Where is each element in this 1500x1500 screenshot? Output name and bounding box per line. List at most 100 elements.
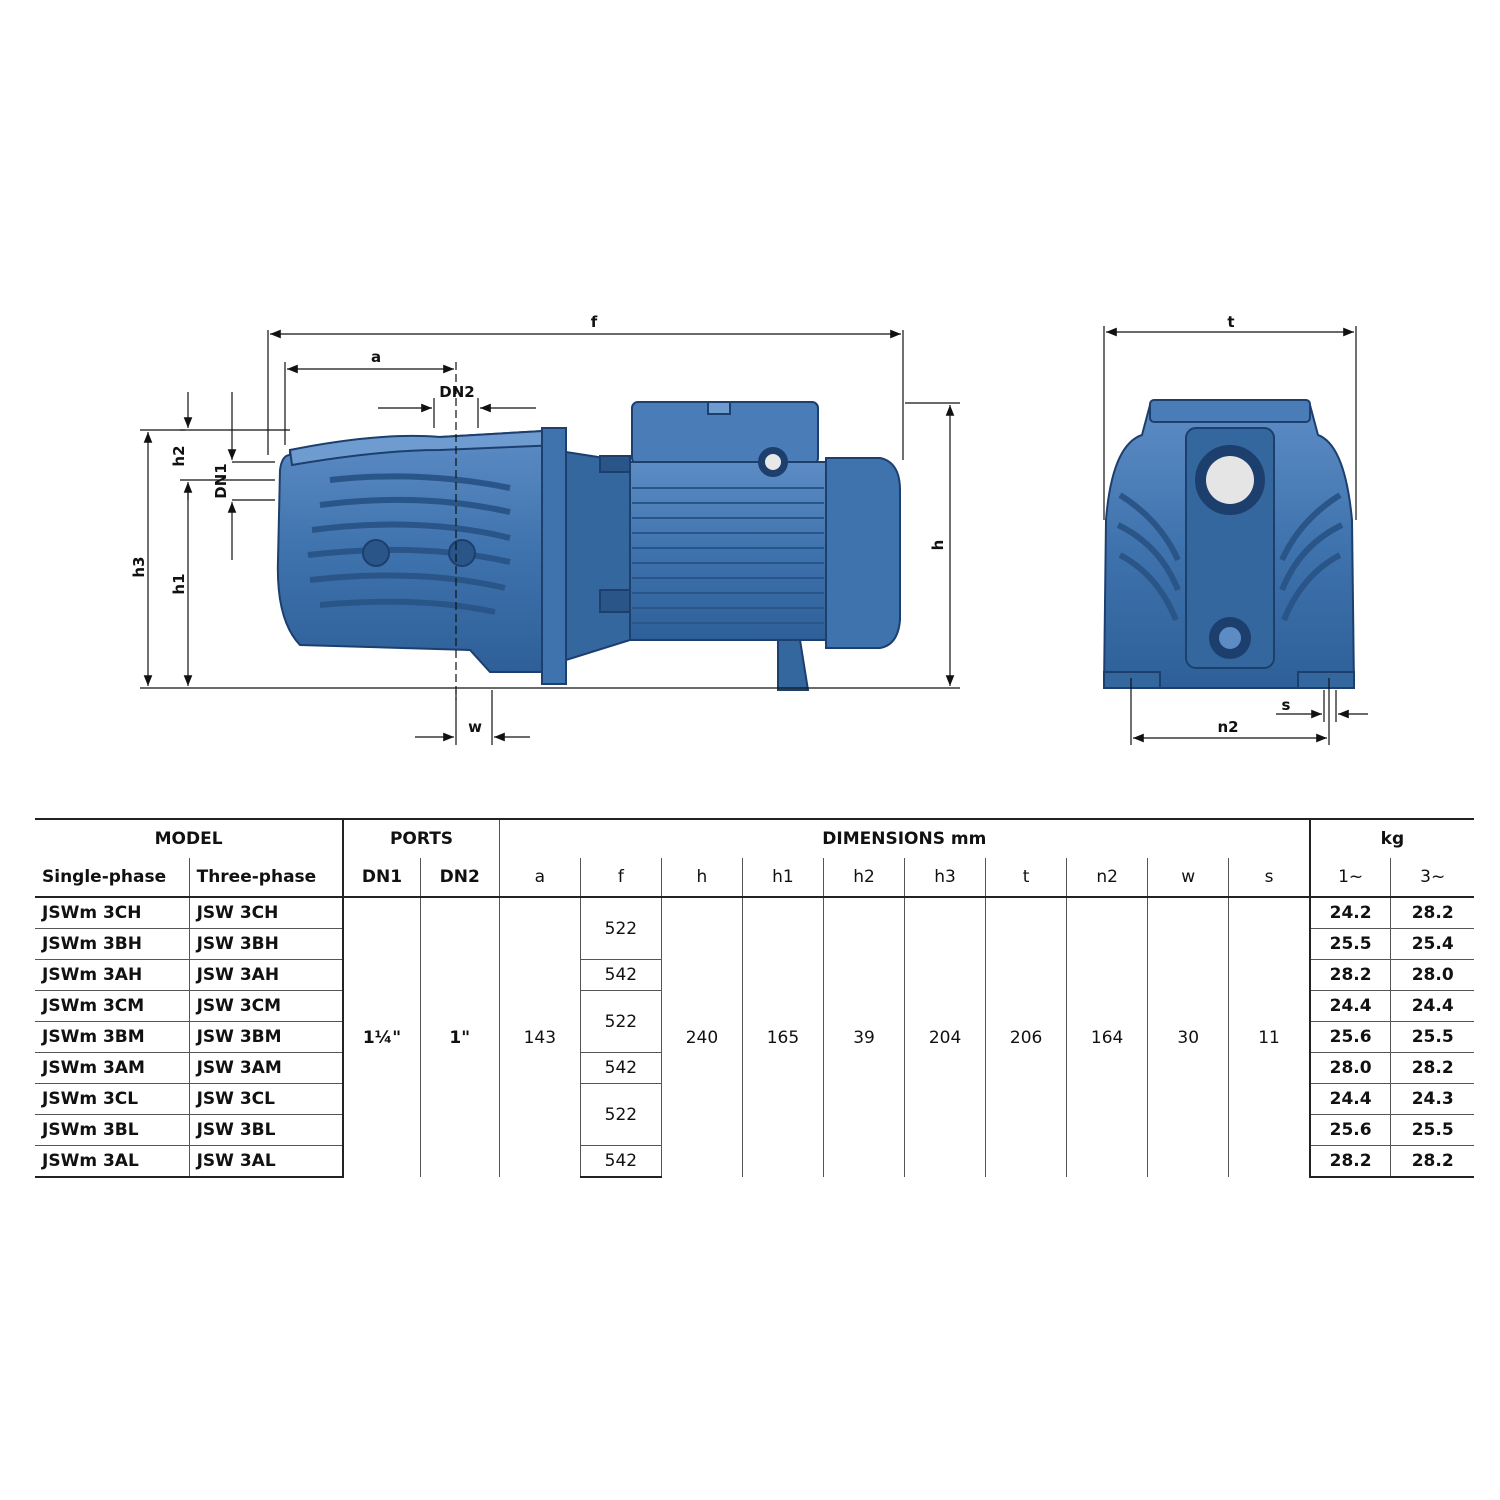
col-dn2: DN2 (419, 858, 500, 898)
dim-f: 522 (579, 1083, 662, 1146)
port-dn2: 1" (419, 897, 500, 1177)
col-n2: n2 (1066, 858, 1148, 898)
group-model: MODEL (35, 818, 344, 858)
model-single: JSWm 3AM (35, 1052, 190, 1084)
label-a: a (371, 348, 381, 366)
weight-single: 25.6 (1308, 1021, 1391, 1053)
weight-single: 25.5 (1308, 928, 1391, 960)
model-three: JSW 3CM (188, 990, 344, 1022)
model-single: JSWm 3CL (35, 1083, 190, 1115)
model-single: JSWm 3AH (35, 959, 190, 991)
label-dn2: DN2 (439, 383, 474, 401)
model-three: JSW 3AM (188, 1052, 344, 1084)
label-h: h (929, 540, 947, 551)
model-single: JSWm 3BL (35, 1114, 190, 1146)
col-h1: h1 (741, 858, 824, 898)
dim-h3: 204 (904, 897, 986, 1177)
specification-table: MODEL PORTS DIMENSIONS mm kg Single-phas… (35, 818, 1474, 1178)
dim-n2: 164 (1066, 897, 1148, 1177)
group-dimensions: DIMENSIONS mm (498, 818, 1310, 858)
weight-three: 25.4 (1390, 928, 1474, 960)
col-h2: h2 (822, 858, 905, 898)
col-dn1: DN1 (342, 858, 421, 898)
model-three: JSW 3CH (188, 897, 344, 929)
col-three-phase: Three-phase (188, 858, 344, 898)
dim-a: 143 (498, 897, 581, 1177)
model-three: JSW 3AH (188, 959, 344, 991)
model-three: JSW 3BL (188, 1114, 344, 1146)
label-w: w (468, 718, 482, 736)
weight-single: 28.2 (1308, 959, 1391, 991)
model-single: JSWm 3AL (35, 1145, 190, 1178)
weight-three: 28.2 (1390, 1052, 1474, 1084)
group-kg: kg (1308, 818, 1474, 858)
weight-single: 28.2 (1308, 1145, 1391, 1178)
model-three: JSW 3CL (188, 1083, 344, 1115)
col-w: w (1147, 858, 1229, 898)
label-h2: h2 (170, 445, 188, 466)
port-dn1: 1¼" (342, 897, 421, 1177)
dim-f: 542 (579, 1052, 662, 1084)
col-h3: h3 (904, 858, 986, 898)
dim-f: 542 (579, 959, 662, 991)
model-single: JSWm 3BH (35, 928, 190, 960)
weight-single: 24.2 (1308, 897, 1391, 929)
dim-h: 240 (660, 897, 743, 1177)
col-a: a (498, 858, 581, 898)
weight-three: 28.2 (1390, 897, 1474, 929)
dim-h2: 39 (822, 897, 905, 1177)
col-h: h (660, 858, 743, 898)
dim-f: 522 (579, 897, 662, 960)
pump-side-view (276, 401, 901, 691)
weight-three: 24.3 (1390, 1083, 1474, 1115)
weight-three: 28.0 (1390, 959, 1474, 991)
label-t: t (1227, 313, 1234, 331)
label-s: s (1282, 696, 1291, 714)
table-row: JSWm 3BL JSW 3BL 25.6 25.5 (35, 1114, 1474, 1146)
col-kg-three: 3~ (1390, 858, 1474, 898)
table-column-header: Single-phase Three-phase DN1 DN2 a f h h… (35, 858, 1474, 898)
weight-three: 25.5 (1390, 1021, 1474, 1053)
weight-three: 28.2 (1390, 1145, 1474, 1178)
weight-single: 24.4 (1308, 1083, 1391, 1115)
label-h1: h1 (170, 573, 188, 594)
table-row: JSWm 3AM JSW 3AM 542 28.0 28.2 (35, 1052, 1474, 1084)
table-row: JSWm 3AH JSW 3AH 542 28.2 28.0 (35, 959, 1474, 991)
dim-s: 11 (1228, 897, 1310, 1177)
model-three: JSW 3AL (188, 1145, 344, 1178)
weight-three: 25.5 (1390, 1114, 1474, 1146)
col-t: t (985, 858, 1067, 898)
label-n2: n2 (1217, 718, 1238, 736)
group-ports: PORTS (342, 818, 500, 858)
col-f: f (579, 858, 662, 898)
dim-w: 30 (1147, 897, 1229, 1177)
model-three: JSW 3BH (188, 928, 344, 960)
dim-f: 542 (579, 1145, 662, 1178)
model-single: JSWm 3BM (35, 1021, 190, 1053)
table-row: JSWm 3CL JSW 3CL 522 24.4 24.3 (35, 1083, 1474, 1146)
table-row: JSWm 3BM JSW 3BM 25.6 25.5 (35, 1021, 1474, 1053)
weight-single: 28.0 (1308, 1052, 1391, 1084)
col-single-phase: Single-phase (35, 858, 190, 898)
model-single: JSWm 3CM (35, 990, 190, 1022)
weight-three: 24.4 (1390, 990, 1474, 1022)
dim-f: 522 (579, 990, 662, 1053)
table-row: JSWm 3BH JSW 3BH 25.5 25.4 (35, 928, 1474, 960)
label-dn1: DN1 (212, 463, 230, 498)
model-single: JSWm 3CH (42, 903, 142, 923)
weight-single: 24.4 (1308, 990, 1391, 1022)
pump-dimension-drawing: f a DN2 DN1 h2 h1 h3 h w t s n2 (130, 313, 1368, 745)
col-s: s (1228, 858, 1310, 898)
dim-h1: 165 (741, 897, 824, 1177)
col-kg-single: 1~ (1308, 858, 1391, 898)
label-h3: h3 (130, 556, 148, 577)
dim-t: 206 (985, 897, 1067, 1177)
dimension-lines (140, 326, 1368, 745)
pump-front-view (1102, 399, 1356, 689)
table-row: JSWm 3CM JSW 3CM 522 24.4 24.4 (35, 990, 1474, 1053)
table-group-header: MODEL PORTS DIMENSIONS mm kg (35, 818, 1474, 858)
model-three: JSW 3BM (188, 1021, 344, 1053)
label-f: f (591, 313, 598, 331)
weight-single: 25.6 (1308, 1114, 1391, 1146)
table-row: JSWm 3CH JSW 3CH 1¼" 1" 143 522 240 165 … (35, 897, 1474, 1177)
